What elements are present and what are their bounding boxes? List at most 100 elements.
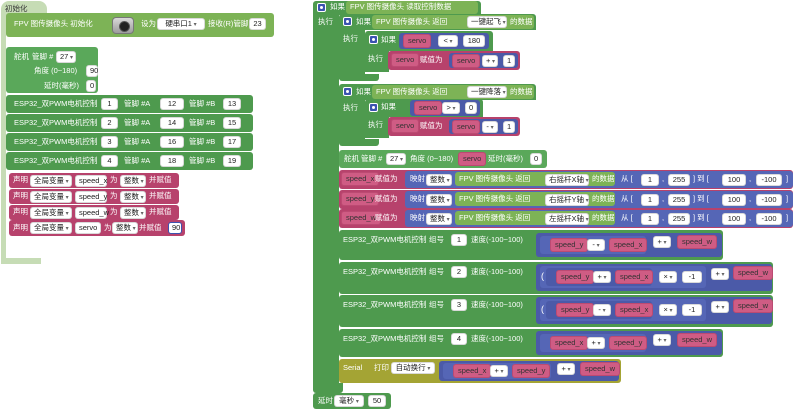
fpv-init-block[interactable]: [6, 13, 274, 37]
motor-ctrl-mult-3[interactable]: -1: [682, 304, 702, 316]
if1-assign-var[interactable]: servo: [391, 53, 420, 67]
motor-init-pina-4[interactable]: 18: [160, 155, 184, 167]
serial-a[interactable]: speed_x: [453, 364, 492, 378]
servo-init-delay-field[interactable]: 0: [86, 80, 96, 92]
servo-init-block[interactable]: [6, 47, 98, 93]
motor-ctrl-op1-2[interactable]: +: [593, 271, 611, 283]
motor-ctrl-id-3[interactable]: 3: [451, 299, 467, 311]
motor-init-pina-2[interactable]: 14: [160, 117, 184, 129]
motor-ctrl-c-2[interactable]: speed_w: [733, 266, 774, 280]
motor-init-pinb-1[interactable]: 13: [223, 98, 241, 110]
motor-ctrl-op1-3[interactable]: -: [593, 304, 611, 316]
map-from-b-1[interactable]: 255: [668, 174, 690, 186]
motor-ctrl-id-2[interactable]: 2: [451, 266, 467, 278]
motor-ctrl-b-3[interactable]: speed_x: [615, 303, 654, 317]
declare-name-2[interactable]: speed_y: [75, 191, 107, 203]
if1-math-value[interactable]: 1: [503, 55, 515, 67]
motor-init-pinb-4[interactable]: 19: [223, 155, 241, 167]
serial-op2[interactable]: +: [557, 363, 575, 375]
servo-init-pin-dropdown[interactable]: 27: [56, 51, 76, 63]
motor-ctrl-a-4[interactable]: speed_x: [550, 336, 589, 350]
motor-ctrl-b-1[interactable]: speed_x: [609, 238, 648, 252]
if2-math-value[interactable]: 1: [503, 121, 515, 133]
motor-init-id-2[interactable]: 2: [101, 117, 118, 129]
if2-compare-var[interactable]: servo: [414, 101, 443, 115]
if1-button-dropdown[interactable]: 一键起飞: [467, 16, 507, 28]
if1-compare-op[interactable]: <: [438, 35, 458, 47]
motor-ctrl-a-1[interactable]: speed_y: [550, 238, 589, 252]
if2-assign-var[interactable]: servo: [391, 119, 420, 133]
map-from-a-1[interactable]: 1: [641, 174, 659, 186]
if1-compare-value[interactable]: 180: [463, 35, 485, 47]
serial-b[interactable]: speed_y: [512, 364, 551, 378]
motor-ctrl-id-1[interactable]: 1: [451, 234, 467, 246]
motor-ctrl-op1-4[interactable]: +: [587, 337, 605, 349]
map-src-dropdown-2[interactable]: 右摇杆Y轴: [545, 194, 589, 206]
map-to-b-2[interactable]: -100: [756, 194, 782, 206]
declare-scope-4[interactable]: 全局变量: [30, 222, 72, 234]
motor-ctrl-c-1[interactable]: speed_w: [677, 235, 718, 249]
motor-ctrl-op1-1[interactable]: -: [587, 239, 605, 251]
if1-math-op[interactable]: +: [482, 55, 498, 67]
motor-ctrl-mult-2[interactable]: -1: [682, 271, 702, 283]
map-assign-var-1[interactable]: speed_x: [341, 172, 380, 186]
serial-mode-dropdown[interactable]: 自动换行: [391, 362, 435, 374]
motor-ctrl-op2-3[interactable]: +: [711, 301, 729, 313]
declare-type-1[interactable]: 整数: [120, 175, 146, 187]
motor-ctrl-c-3[interactable]: speed_w: [733, 299, 774, 313]
map-from-a-2[interactable]: 1: [641, 194, 659, 206]
gear-icon-if1[interactable]: [343, 17, 352, 26]
motor-init-id-4[interactable]: 4: [101, 155, 118, 167]
declare-scope-3[interactable]: 全局变量: [30, 207, 72, 219]
if2-compare-value[interactable]: 0: [465, 102, 477, 114]
motor-init-id-1[interactable]: 1: [101, 98, 118, 110]
motor-init-block-3[interactable]: [6, 133, 253, 151]
map-to-b-1[interactable]: -100: [756, 174, 782, 186]
delay-unit-dropdown[interactable]: 毫秒: [334, 395, 364, 407]
delay-value-field[interactable]: 50: [368, 395, 386, 407]
serial-c[interactable]: speed_w: [580, 362, 621, 376]
motor-init-block-2[interactable]: [6, 114, 253, 132]
servo-block-pin[interactable]: 27: [386, 153, 406, 165]
motor-init-id-3[interactable]: 3: [101, 136, 118, 148]
gear-icon-if2-inner[interactable]: [369, 103, 378, 112]
motor-ctrl-a-2[interactable]: speed_y: [556, 270, 595, 284]
motor-ctrl-b-2[interactable]: speed_x: [615, 270, 654, 284]
motor-ctrl-op2-1[interactable]: +: [653, 236, 671, 248]
fpv-read-block[interactable]: [346, 1, 478, 14]
if2-math-op[interactable]: -: [482, 121, 498, 133]
declare-type-2[interactable]: 整数: [120, 191, 146, 203]
map-src-dropdown-1[interactable]: 右摇杆X轴: [545, 174, 589, 186]
gear-icon[interactable]: [317, 3, 326, 12]
map-type-2[interactable]: 整数: [426, 194, 452, 206]
declare-name-4[interactable]: servo: [75, 222, 101, 234]
declare-type-4[interactable]: 整数: [112, 222, 138, 234]
motor-ctrl-c-4[interactable]: speed_w: [677, 333, 718, 347]
declare-scope-2[interactable]: 全局变量: [30, 191, 72, 203]
motor-ctrl-b-4[interactable]: speed_y: [609, 336, 648, 350]
if1-compare-var[interactable]: servo: [403, 34, 432, 48]
motor-init-pinb-2[interactable]: 15: [223, 117, 241, 129]
motor-init-pina-1[interactable]: 12: [160, 98, 184, 110]
map-assign-var-3[interactable]: speed_w: [341, 211, 382, 225]
servo-block-angle-var[interactable]: servo: [458, 152, 487, 166]
declare-name-3[interactable]: speed_w: [75, 207, 109, 219]
declare-value-4[interactable]: 90: [168, 222, 182, 234]
motor-ctrl-multop-3[interactable]: ×: [659, 304, 677, 316]
map-to-b-3[interactable]: -100: [756, 213, 782, 225]
if1-math-src[interactable]: servo: [452, 54, 481, 68]
motor-ctrl-a-3[interactable]: speed_y: [556, 303, 595, 317]
map-from-a-3[interactable]: 1: [641, 213, 659, 225]
if2-math-src[interactable]: servo: [452, 120, 481, 134]
map-from-b-3[interactable]: 255: [668, 213, 690, 225]
declare-type-3[interactable]: 整数: [120, 207, 146, 219]
servo-block-delay[interactable]: 0: [530, 153, 542, 165]
map-to-a-3[interactable]: 100: [722, 213, 746, 225]
map-assign-var-2[interactable]: speed_y: [341, 192, 380, 206]
fpv-init-pin-field[interactable]: 23: [249, 18, 266, 30]
motor-init-block-1[interactable]: [6, 95, 253, 113]
serial-op1[interactable]: +: [490, 365, 508, 377]
if2-compare-op[interactable]: >: [442, 102, 460, 114]
motor-ctrl-op2-2[interactable]: +: [711, 268, 729, 280]
if2-button-dropdown[interactable]: 一键降落: [467, 86, 507, 98]
